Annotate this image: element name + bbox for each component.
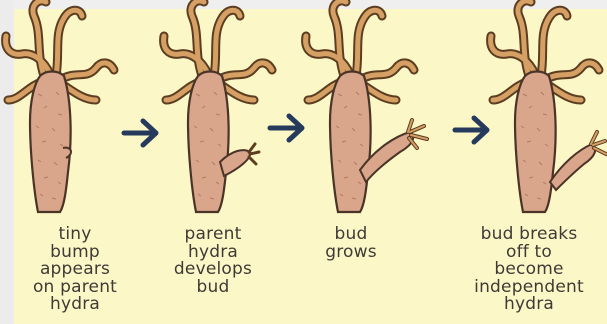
caption-stage-2: parent hydra develops bud: [158, 226, 268, 296]
hydra-stage-4: [491, 1, 606, 212]
caption-line: appears: [20, 261, 130, 279]
caption-line: grows: [296, 244, 406, 262]
caption-stage-3: bud grows: [296, 226, 406, 261]
caption-line: hydra: [455, 296, 603, 314]
caption-line: become: [455, 261, 603, 279]
arrow-1-icon: [124, 121, 156, 145]
caption-line: bud: [296, 226, 406, 244]
caption-line: bud: [158, 279, 268, 297]
hydra-stage-2: [164, 1, 272, 212]
arrow-2-icon: [270, 116, 302, 140]
detached-bud: [550, 144, 595, 190]
caption-line: hydra: [20, 296, 130, 314]
caption-stage-1: tiny bump appears on parent hydra: [20, 226, 130, 314]
arrow-3-icon: [455, 118, 487, 142]
hydra-stage-3: [306, 1, 427, 212]
caption-line: bud breaks: [455, 226, 603, 244]
caption-line: tiny: [20, 226, 130, 244]
caption-line: develops: [158, 261, 268, 279]
caption-line: parent: [158, 226, 268, 244]
caption-stage-4: bud breaks off to become independent hyd…: [455, 226, 603, 314]
hydra-stage-1: [6, 1, 114, 212]
